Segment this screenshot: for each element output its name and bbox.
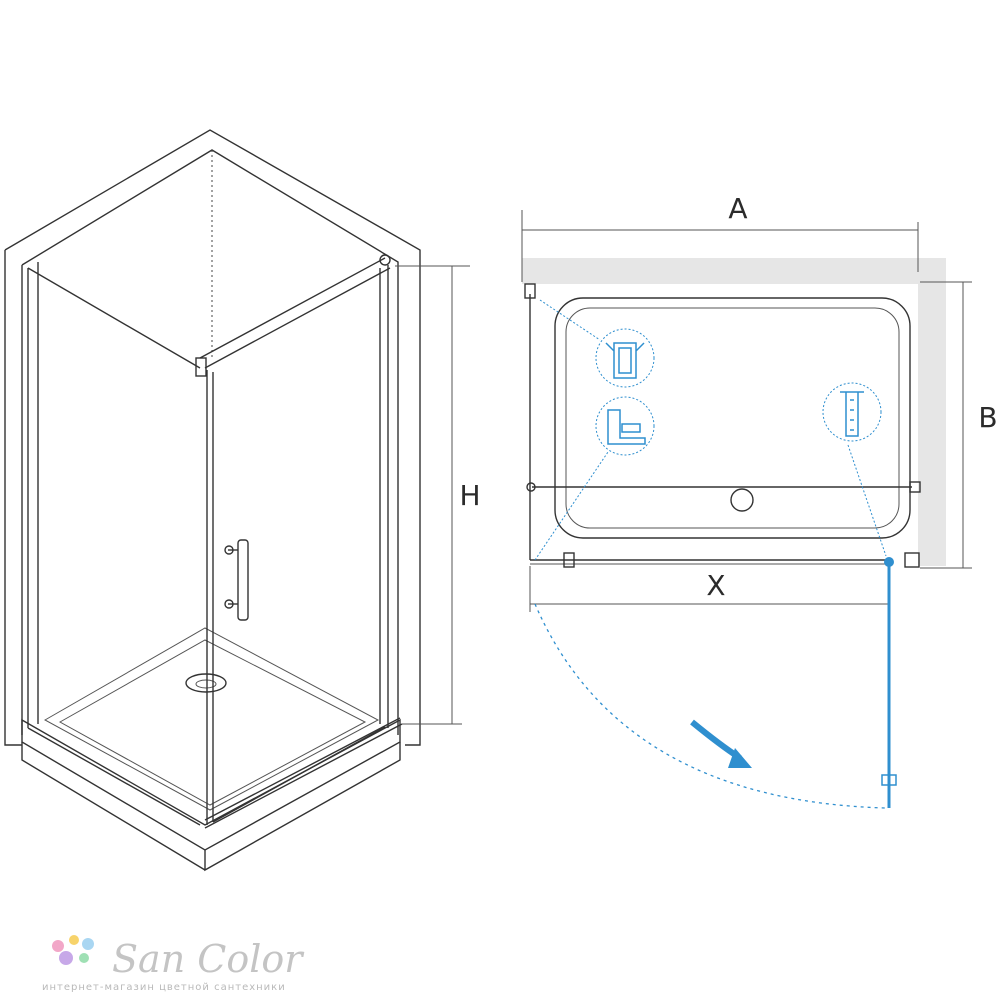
- door-panel-frame: [206, 265, 389, 825]
- logo-name: San Color: [112, 937, 305, 981]
- brand-logo: San Color интернет-магазин цветной санте…: [42, 935, 305, 993]
- tray-inner-outline: [565, 307, 900, 529]
- tray-inner: [43, 627, 380, 811]
- width-label: A: [728, 192, 747, 225]
- logo-dot: [59, 951, 73, 965]
- wall-shade-right: [918, 258, 946, 566]
- shower-tray: [21, 718, 401, 851]
- door-swing-arc: [534, 603, 886, 809]
- profile-detail-callout-2: [534, 396, 655, 561]
- door-opening-label: X: [706, 569, 725, 602]
- drain-plan-icon: [730, 488, 754, 512]
- height-label: H: [459, 479, 480, 512]
- logo-dot: [52, 940, 64, 952]
- tray-outline: [554, 297, 911, 539]
- wall-shade-top: [522, 258, 946, 284]
- tray-body-front: [21, 742, 401, 872]
- depth-label: B: [978, 401, 997, 434]
- logo-dot: [69, 935, 79, 945]
- drain-icon: [185, 673, 227, 693]
- wall-outline: [4, 129, 421, 746]
- profile-detail-callout-1: [539, 299, 655, 388]
- plan-view: A B X: [521, 192, 998, 809]
- side-panel-frame: [27, 262, 201, 826]
- logo-dot: [82, 938, 94, 950]
- drain-inner: [195, 679, 217, 689]
- isometric-view: [4, 129, 421, 872]
- logo-tagline: интернет-магазин цветной сантехники: [42, 982, 286, 993]
- height-dimension: H: [395, 265, 481, 725]
- top-rail: [199, 257, 391, 369]
- wall-inner-outline: [21, 149, 399, 735]
- swing-direction-arrow: [690, 719, 742, 761]
- logo-dots: [52, 935, 94, 965]
- door-handle: [224, 539, 249, 621]
- tray-inner-edge: [58, 639, 367, 806]
- logo-dot: [79, 953, 89, 963]
- hinge-detail-callout: [822, 382, 887, 557]
